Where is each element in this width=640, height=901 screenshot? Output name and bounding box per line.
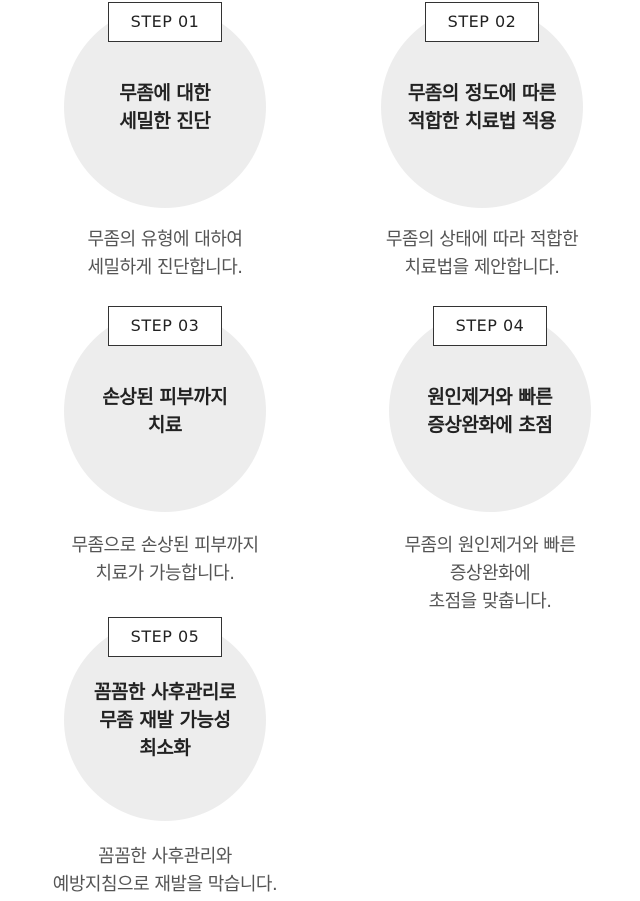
step-02-badge: STEP 02 [425,2,539,42]
step-05-card: 꼼꼼한 사후관리로 무좀 재발 가능성 최소화 STEP 05 꼼꼼한 사후관리… [15,617,315,901]
step-05-badge: STEP 05 [108,617,222,657]
step-01-badge: STEP 01 [108,2,222,42]
step-04-badge: STEP 04 [433,306,547,346]
step-02-title: 무좀의 정도에 따른 적합한 치료법 적용 [407,82,557,132]
step-02-card: 무좀의 정도에 따른 적합한 치료법 적용 STEP 02 무좀의 상태에 따라… [332,2,632,292]
step-04-card: 원인제거와 빠른 증상완화에 초점 STEP 04 무좀의 원인제거와 빠른 증… [340,306,640,626]
step-04-title: 원인제거와 빠른 증상완화에 초점 [427,386,553,436]
step-03-title: 손상된 피부까지 치료 [102,386,228,436]
step-03-badge: STEP 03 [108,306,222,346]
step-05-description: 꼼꼼한 사후관리와 예방지침으로 재발을 막습니다. [52,846,278,895]
step-04-circle: 원인제거와 빠른 증상완화에 초점 [389,310,591,512]
step-03-circle: 손상된 피부까지 치료 [64,310,266,512]
step-03-description: 무좀으로 손상된 피부까지 치료가 가능합니다. [71,535,259,584]
step-01-card: 무좀에 대한 세밀한 진단 STEP 01 무좀의 유형에 대하여 세밀하게 진… [15,2,315,292]
step-01-title: 무좀에 대한 세밀한 진단 [119,82,211,132]
step-02-circle: 무좀의 정도에 따른 적합한 치료법 적용 [381,6,583,208]
step-04-description: 무좀의 원인제거와 빠른 증상완화에 초점을 맞춥니다. [404,535,576,612]
step-03-card: 손상된 피부까지 치료 STEP 03 무좀으로 손상된 피부까지 치료가 가능… [15,306,315,596]
step-05-title: 꼼꼼한 사후관리로 무좀 재발 가능성 최소화 [94,681,236,759]
step-05-circle: 꼼꼼한 사후관리로 무좀 재발 가능성 최소화 [64,619,266,821]
step-01-description: 무좀의 유형에 대하여 세밀하게 진단합니다. [87,229,243,278]
step-02-description: 무좀의 상태에 따라 적합한 치료법을 제안합니다. [385,229,579,278]
